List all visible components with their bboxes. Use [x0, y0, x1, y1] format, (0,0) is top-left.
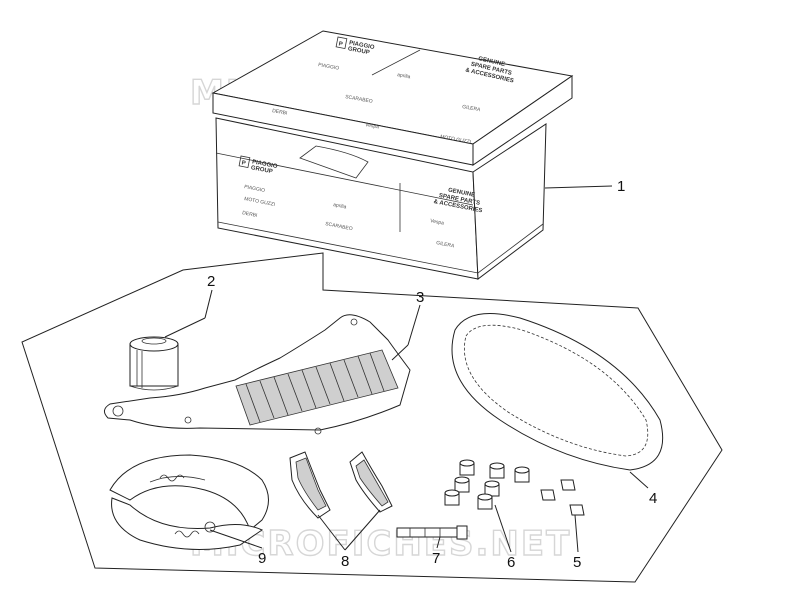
leader-lines [164, 185, 649, 553]
logo-front-piaggio: PIAGGIO [244, 184, 266, 194]
variator-sliders [540, 479, 585, 516]
front-brand-logos: PIAGGIO aprilia SCARABEO DERBI Vespa GIL… [242, 184, 456, 250]
brake-shoes [109, 454, 269, 550]
air-filter-pleats [245, 352, 385, 423]
kit-contents-outline [21, 252, 723, 583]
logo-front-derbi: DERBI [242, 210, 258, 219]
front-heading-line1: GENUINE [447, 188, 475, 199]
logo-front-moto-guzzi: MOTO GUZZI [244, 196, 276, 208]
air-filter-gasket [104, 314, 411, 435]
piaggio-group-logo-mark-front [238, 155, 251, 169]
brand-letter-front: P [241, 160, 246, 167]
callout-1: 1 [617, 178, 625, 195]
callout-4: 4 [649, 490, 657, 507]
brand-line1-lid: PIAGGIO [348, 40, 375, 51]
lid-heading-line1: GENUINE [478, 56, 506, 68]
lid-brand-logos: PIAGGIO aprilia SCARABEO DERBI Vespa GIL… [272, 62, 482, 145]
brand-line1-front: PIAGGIO [251, 159, 278, 170]
logo-front-scarabeo: SCARABEO [325, 221, 354, 232]
callout-6: 6 [507, 554, 515, 571]
callout-9: 9 [258, 550, 266, 567]
drive-belt [451, 313, 664, 471]
logo-lid-gilera: GILERA [462, 104, 482, 113]
logo-lid-piaggio: PIAGGIO [318, 62, 340, 72]
brand-line2-lid: GROUP [347, 46, 370, 56]
logo-lid-derbi: DERBI [272, 108, 288, 117]
logo-lid-aprilia: aprilia [397, 72, 411, 80]
logo-front-gilera: GILERA [436, 240, 456, 250]
brand-line2-front: GROUP [250, 165, 273, 175]
variator-rollers [444, 459, 530, 510]
brake-pads [289, 451, 393, 519]
logo-lid-moto-guzzi: MOTO GUZZI [440, 134, 472, 145]
oil-filter [129, 336, 179, 391]
brand-letter-lid: P [338, 41, 343, 48]
logo-front-vespa: Vespa [430, 218, 445, 227]
logo-front-aprilia: aprilia [333, 202, 347, 210]
callout-3: 3 [416, 289, 424, 306]
callout-2: 2 [207, 273, 215, 290]
callout-8: 8 [341, 553, 349, 570]
callout-7: 7 [432, 550, 440, 567]
callout-labels: 1 2 3 4 5 6 7 8 9 [207, 178, 657, 571]
logo-lid-scarabeo: SCARABEO [345, 94, 374, 105]
piaggio-group-logo-mark [335, 36, 348, 50]
spare-parts-box: P PIAGGIO GROUP GENUINE SPARE PARTS & AC… [211, 30, 574, 280]
spark-plug [396, 525, 468, 540]
logo-lid-vespa: Vespa [365, 122, 380, 130]
callout-5: 5 [573, 554, 581, 571]
